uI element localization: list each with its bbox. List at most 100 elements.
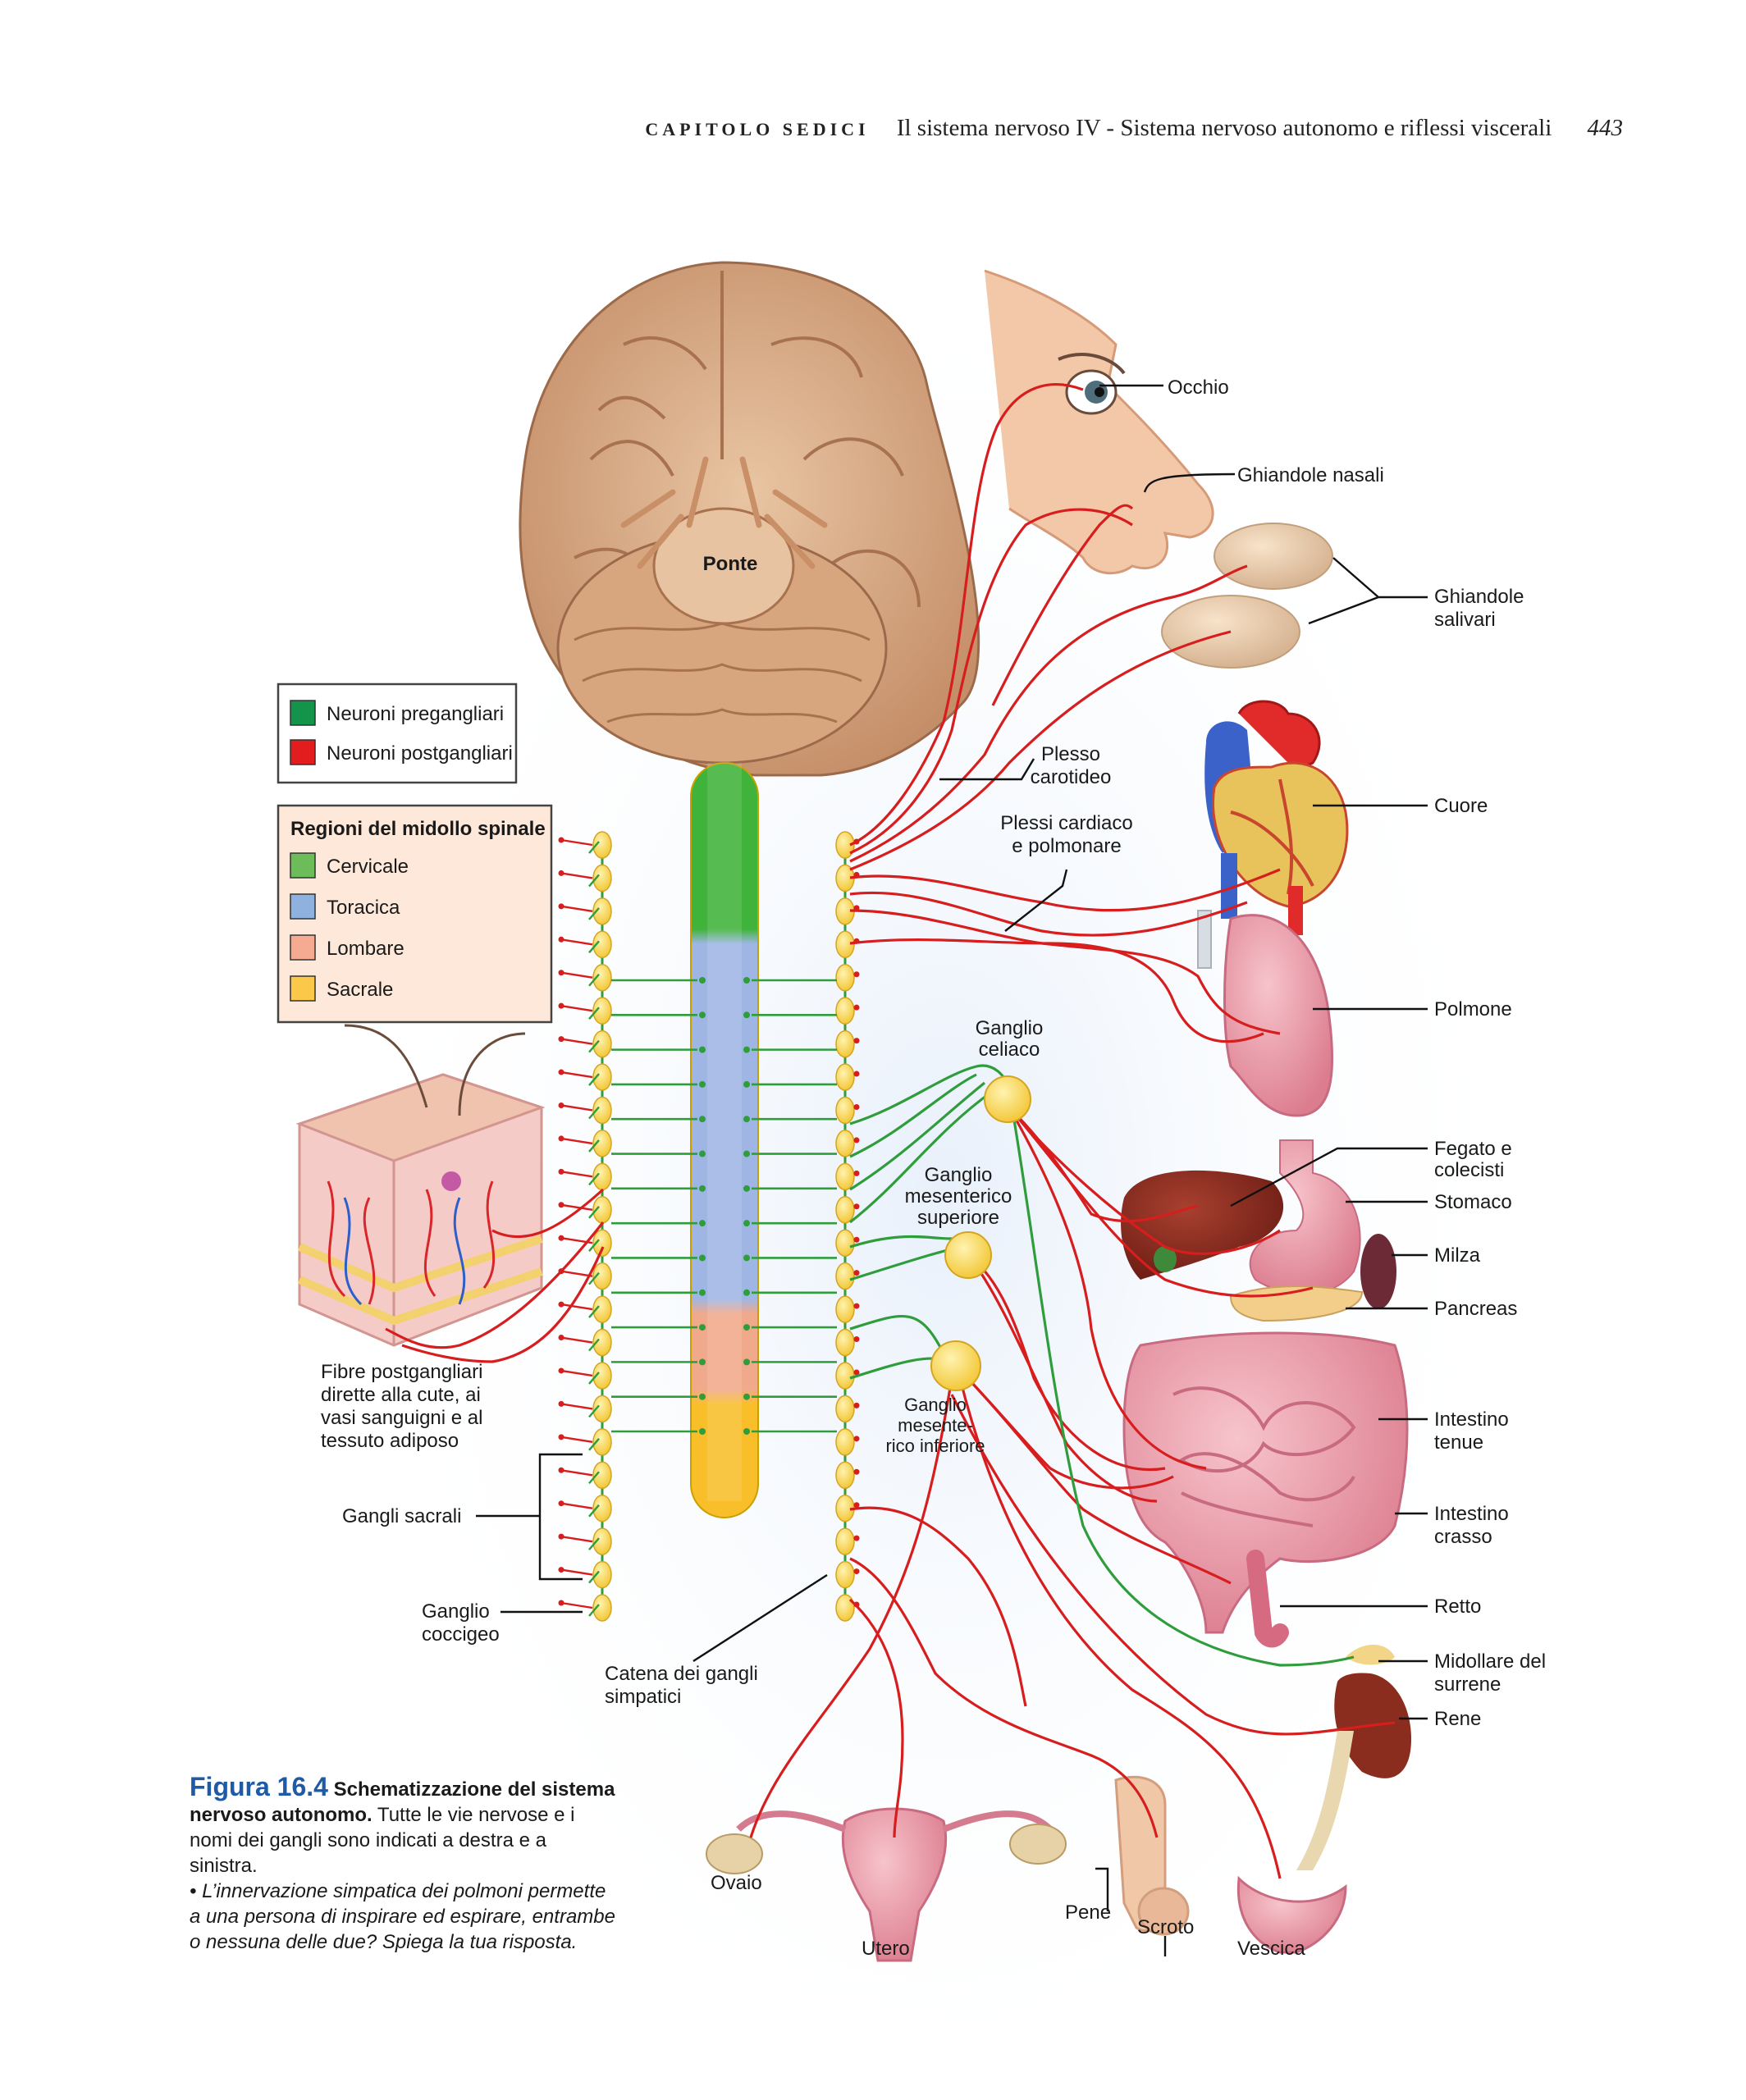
cord-exit-dot: [743, 1185, 750, 1192]
cord-exit-dot: [699, 1220, 706, 1227]
chain-ganglion: [592, 864, 612, 892]
legend-region-label: Cervicale: [327, 856, 409, 878]
skin-illustration: [295, 1024, 546, 1347]
ganglio-coccigeo-label-2: coccigeo: [422, 1623, 500, 1646]
heart-illustration: [1204, 700, 1349, 935]
cord-exit-dot: [699, 1150, 706, 1157]
figure-number: Figura 16.4: [190, 1772, 328, 1801]
ganglio-coccigeo-label-1: Ganglio: [422, 1600, 490, 1623]
cord-exit-dot: [699, 977, 706, 984]
chain-branch-dot: [558, 1400, 564, 1407]
fegato-label-2: colecisti: [1434, 1159, 1504, 1181]
chain-branch-dot: [558, 936, 564, 943]
celiac-ganglion: [984, 1075, 1031, 1123]
spinal-cord-highlight: [707, 763, 742, 1501]
chain-ganglion: [835, 1428, 855, 1456]
cord-exit-dot: [699, 1080, 706, 1088]
cord-exit-dot: [699, 1046, 706, 1053]
chain-postganglionic-branch: [560, 1601, 593, 1609]
intestino-crasso-label-2: crasso: [1434, 1526, 1492, 1548]
spinal-cord: [690, 762, 759, 1518]
chain-postganglionic-branch: [560, 1104, 593, 1112]
legend-neuron-label: Neuroni pregangliari: [327, 703, 504, 725]
legend-region-swatch: [290, 975, 316, 1002]
sympathetic-chain-left: [558, 831, 612, 1622]
chain-branch-dot: [853, 1203, 860, 1210]
chain-ganglion: [835, 1395, 855, 1423]
chain-ganglion: [835, 1196, 855, 1224]
chain-ganglion: [835, 1362, 855, 1390]
page-number: 443: [1587, 115, 1624, 141]
chain-branch-dot: [558, 1235, 564, 1241]
chain-ganglion: [835, 1295, 855, 1323]
chain-green-branch: [588, 1239, 600, 1253]
cord-exit-dot: [699, 1185, 706, 1192]
cord-exit-dot: [743, 1393, 750, 1400]
chain-postganglionic-branch: [560, 1502, 593, 1509]
chain-postganglionic-branch: [560, 1270, 593, 1277]
chain-branch-dot: [558, 1202, 564, 1208]
cord-exit-dot: [743, 1046, 750, 1053]
chain-branch-dot: [558, 1467, 564, 1473]
chain-ganglion: [835, 1130, 855, 1157]
fibre-label-4: tessuto adiposo: [321, 1430, 459, 1452]
ponte-label: Ponte: [703, 553, 758, 575]
chain-ganglion: [835, 1262, 855, 1290]
chain-ganglion: [835, 1096, 855, 1125]
cord-exit-dot: [743, 1254, 750, 1262]
ganglio-mes-sup-label-1: Ganglio: [925, 1164, 993, 1186]
cord-exit-dot: [743, 1011, 750, 1019]
cord-exit-dot: [699, 1289, 706, 1296]
cord-exit-dot: [743, 1289, 750, 1296]
chain-postganglionic-branch: [560, 1568, 593, 1576]
page-header: CAPITOLO SEDICI Il sistema nervoso IV - …: [0, 115, 1623, 164]
chain-postganglionic-branch: [560, 1469, 593, 1477]
chain-branch-dot: [558, 1168, 564, 1175]
sympathetic-chain-right: [835, 831, 860, 1622]
chain-ganglion: [592, 997, 612, 1025]
chain-green-branch: [588, 973, 600, 987]
chain-branch-dot: [853, 1402, 860, 1408]
legend-neuron-swatch: [290, 700, 316, 726]
chain-branch-dot: [853, 1170, 860, 1176]
chain-postganglionic-branch: [560, 1369, 593, 1377]
chain-green-branch: [588, 1604, 600, 1617]
chain-branch-dot: [558, 1069, 564, 1075]
chain-branch-dot: [558, 1102, 564, 1108]
chain-green-branch: [588, 1007, 600, 1020]
superior-mesenteric-ganglion: [944, 1231, 992, 1279]
legend-neuron-swatch: [290, 739, 316, 765]
legend-region-swatch: [290, 934, 316, 961]
inferior-mesenteric-ganglion: [930, 1340, 981, 1391]
cord-exit-dot: [699, 1116, 706, 1123]
chain-ganglion: [835, 1328, 855, 1357]
gangli-sacrali-label: Gangli sacrali: [342, 1505, 461, 1527]
chain-branch-dot: [558, 903, 564, 910]
chain-green-branch: [588, 1039, 600, 1053]
chain-postganglionic-branch: [560, 1336, 593, 1344]
legend-region-label: Sacrale: [327, 979, 393, 1001]
cord-exit-dot: [699, 1393, 706, 1400]
cord-exit-dot: [699, 1324, 706, 1331]
chain-ganglion: [835, 1527, 855, 1555]
chain-green-branch: [588, 907, 600, 920]
chain-branch-dot: [558, 1036, 564, 1043]
ghiandole-nasali-label: Ghiandole nasali: [1237, 464, 1384, 486]
chain-branch-dot: [853, 1535, 860, 1541]
chain-ganglion: [835, 997, 855, 1025]
pancreas-label: Pancreas: [1434, 1298, 1517, 1320]
legend-neurons: [277, 682, 518, 784]
figure-caption: Figura 16.4 Schematizzazione del sistema…: [190, 1774, 616, 1955]
legend-region-swatch: [290, 893, 316, 920]
chain-ganglion: [592, 1362, 612, 1390]
chain-branch-dot: [558, 1434, 564, 1440]
chain-branch-dot: [853, 1336, 860, 1343]
cord-exit-dot: [743, 977, 750, 984]
chain-postganglionic-branch: [560, 1436, 593, 1444]
chain-branch-dot: [558, 1301, 564, 1308]
chain-branch-dot: [853, 1303, 860, 1309]
cord-exit-dot: [743, 1220, 750, 1227]
chain-green-branch: [588, 841, 600, 854]
figure-title: Schematizzazione del sistema nervoso aut…: [190, 1778, 615, 1826]
